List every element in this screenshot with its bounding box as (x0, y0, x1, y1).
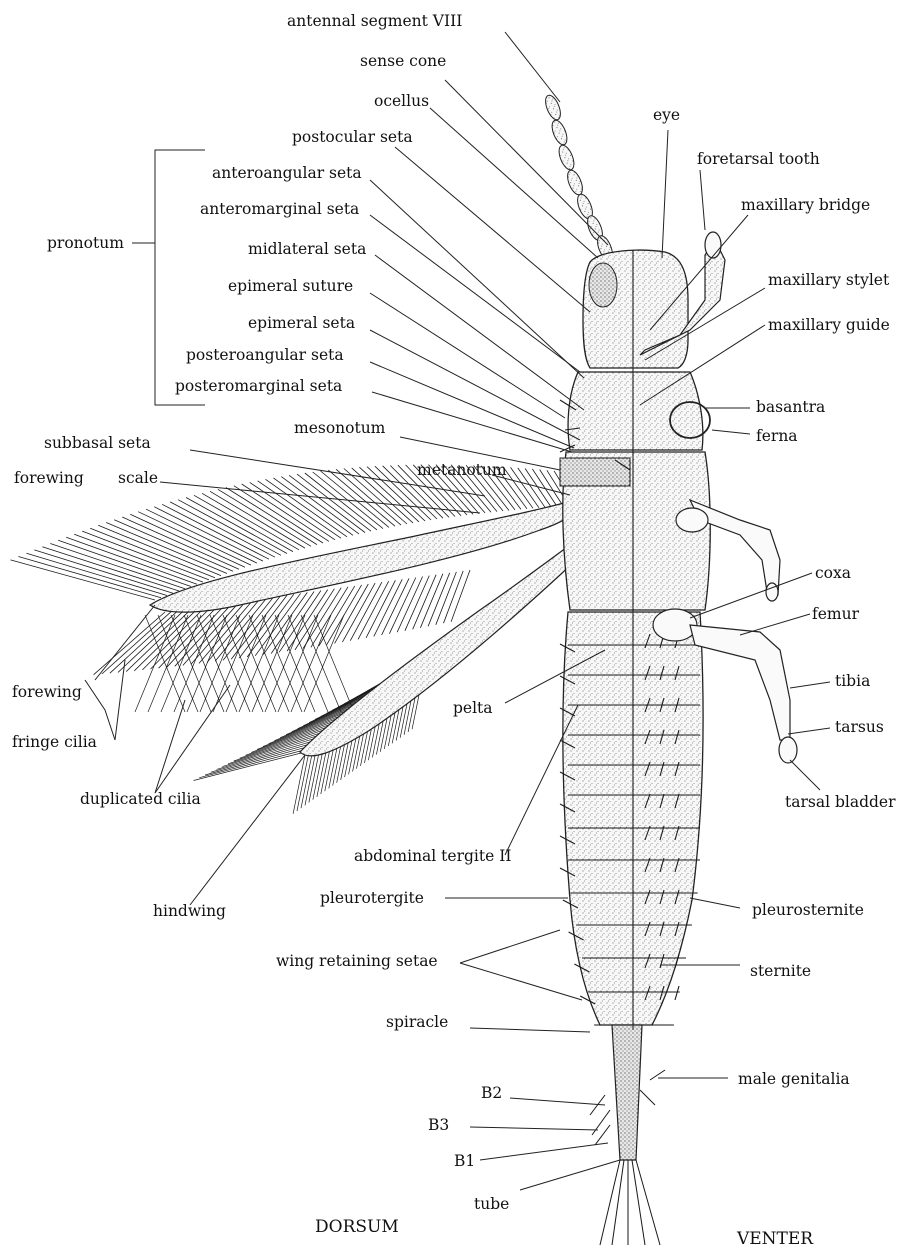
label-dorsum: DORSUM (315, 1217, 399, 1237)
label-subbasal-seta: subbasal seta (44, 434, 151, 452)
antenna (543, 93, 616, 262)
label-foretarsal-tooth: foretarsal tooth (697, 150, 820, 168)
label-anteromarginal-seta: anteromarginal seta (200, 200, 359, 218)
label-forewing: forewing (12, 683, 82, 701)
label-b2: B2 (481, 1084, 502, 1102)
label-posteroangular-seta: posteroangular seta (186, 346, 344, 364)
label-sternite: sternite (750, 962, 811, 980)
label-tarsal-bladder: tarsal bladder (785, 793, 896, 811)
label-b3: B3 (428, 1116, 449, 1134)
label-mesonotum: mesonotum (294, 419, 386, 437)
label-basantra: basantra (756, 398, 825, 416)
label-forewing-scale-a: forewing (14, 469, 84, 487)
label-tibia: tibia (835, 672, 870, 690)
label-eye: eye (653, 106, 680, 124)
label-pronotum: pronotum (47, 234, 124, 252)
compound-eye (589, 263, 617, 307)
label-pleurotergite: pleurotergite (320, 889, 424, 907)
label-duplicated-cilia: duplicated cilia (80, 790, 201, 808)
label-tarsus: tarsus (835, 718, 884, 736)
label-posteromarginal-seta: posteromarginal seta (175, 377, 342, 395)
prothorax (568, 372, 703, 450)
label-wing-retaining-setae: wing retaining setae (276, 952, 438, 970)
label-fringe-cilia: fringe cilia (12, 733, 97, 751)
label-pelta: pelta (453, 699, 493, 717)
label-hindwing: hindwing (153, 902, 226, 920)
label-maxillary-guide: maxillary guide (768, 316, 890, 334)
label-postocular-seta: postocular seta (292, 128, 413, 146)
label-venter: VENTER (736, 1229, 814, 1249)
label-coxa: coxa (815, 564, 851, 582)
label-metanotum: metanotum (417, 461, 507, 479)
metanotum-plate (560, 458, 630, 486)
label-femur: femur (812, 605, 860, 623)
label-ferna: ferna (756, 427, 798, 445)
label-tube: tube (474, 1195, 509, 1213)
label-antennal-segment-viii: antennal segment VIII (287, 12, 462, 30)
label-anteroangular-seta: anteroangular seta (212, 164, 362, 182)
label-b1: B1 (454, 1152, 475, 1170)
label-maxillary-bridge: maxillary bridge (741, 196, 870, 214)
label-pleurosternite: pleurosternite (752, 901, 864, 919)
label-epimeral-seta: epimeral seta (248, 314, 355, 332)
thrips-body (543, 93, 711, 1245)
label-sense-cone: sense cone (360, 52, 446, 70)
label-abdominal-tergite-ii: abdominal tergite II (354, 847, 511, 865)
tube (612, 1025, 642, 1160)
duplicated-cilia-crosshatch (135, 615, 354, 712)
label-male-genitalia: male genitalia (738, 1070, 850, 1088)
label-epimeral-suture: epimeral suture (228, 277, 353, 295)
label-spiracle: spiracle (386, 1013, 448, 1031)
label-midlateral-seta: midlateral seta (248, 240, 366, 258)
label-ocellus: ocellus (374, 92, 429, 110)
label-maxillary-stylet: maxillary stylet (768, 271, 890, 289)
label-forewing-scale-b: scale (118, 469, 158, 487)
